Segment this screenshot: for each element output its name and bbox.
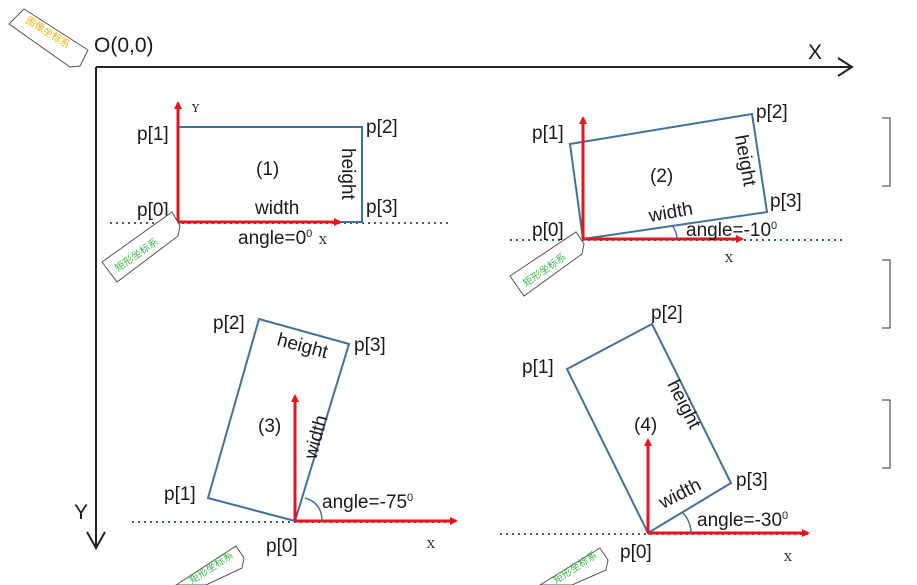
p0-label: p[0] (620, 542, 652, 563)
image-x-axis-label: X (808, 41, 822, 64)
angle-label: angle=-100 (686, 220, 777, 241)
image-y-axis-label: Y (74, 501, 88, 524)
p1-label: p[1] (532, 123, 564, 144)
p0-label: p[0] (532, 220, 564, 241)
angle-label: angle=00 (238, 228, 312, 249)
p0-label: p[0] (266, 536, 298, 557)
angle-arc (304, 497, 323, 522)
rect-coord-tag: 矩形坐标系 (539, 547, 609, 585)
panel-number: (1) (256, 159, 279, 180)
rect-coord-tag: 矩形坐标系 (509, 231, 585, 297)
origin-label: O(0,0) (94, 34, 154, 57)
rectangle (206, 317, 351, 523)
x-axis-label: X (784, 551, 792, 564)
p3-label: p[3] (770, 191, 802, 212)
angle-label: angle=-750 (322, 492, 413, 513)
rectangle (568, 112, 769, 241)
p0-label: p[0] (137, 200, 169, 221)
rect-coord-tag: 矩形坐标系 (101, 211, 181, 283)
height-label: height (337, 148, 358, 200)
p2-label: p[2] (366, 117, 398, 138)
p1-label: p[1] (137, 124, 169, 145)
width-label: width (254, 198, 299, 219)
image-coord-tag: 图像坐标系 (8, 8, 89, 68)
angle-label: angle=-300 (697, 510, 788, 531)
angle-arc (671, 224, 678, 240)
image-y-axis (86, 67, 106, 551)
width-label: width (300, 413, 332, 462)
panel-1: Y X p[1] p[2] p[3] p[0] (1) width height… (101, 101, 452, 283)
rectangle (565, 322, 733, 535)
p3-label: p[3] (354, 335, 386, 356)
height-label: height (663, 377, 706, 433)
angle-arc (682, 512, 692, 534)
panel-2: X p[1] p[2] p[3] p[0] (2) width height a… (509, 102, 845, 297)
p2-label: p[2] (756, 102, 788, 123)
panel-number: (3) (258, 416, 281, 437)
p2-label: p[2] (213, 313, 245, 334)
width-label: width (655, 475, 705, 514)
panel-number: (4) (634, 415, 657, 436)
y-axis-label: Y (191, 102, 200, 115)
panel-4: X p[1] p[2] p[3] p[0] (4) height width a… (500, 303, 810, 585)
x-axis-label: X (319, 234, 327, 247)
panel-3: X p[1] p[2] p[3] p[0] (3) height width a… (132, 313, 458, 585)
x-axis-label: X (427, 538, 435, 551)
panel-number: (2) (650, 166, 673, 187)
p3-label: p[3] (366, 197, 398, 218)
p2-label: p[2] (651, 303, 683, 324)
p3-label: p[3] (736, 470, 768, 491)
p1-label: p[1] (164, 484, 196, 505)
x-axis-label: X (725, 252, 733, 265)
right-edge-brackets (882, 117, 891, 469)
rect-coord-tag: 矩形坐标系 (175, 545, 245, 585)
image-x-axis (96, 57, 854, 77)
height-label: height (275, 330, 331, 364)
p1-label: p[1] (522, 357, 554, 378)
